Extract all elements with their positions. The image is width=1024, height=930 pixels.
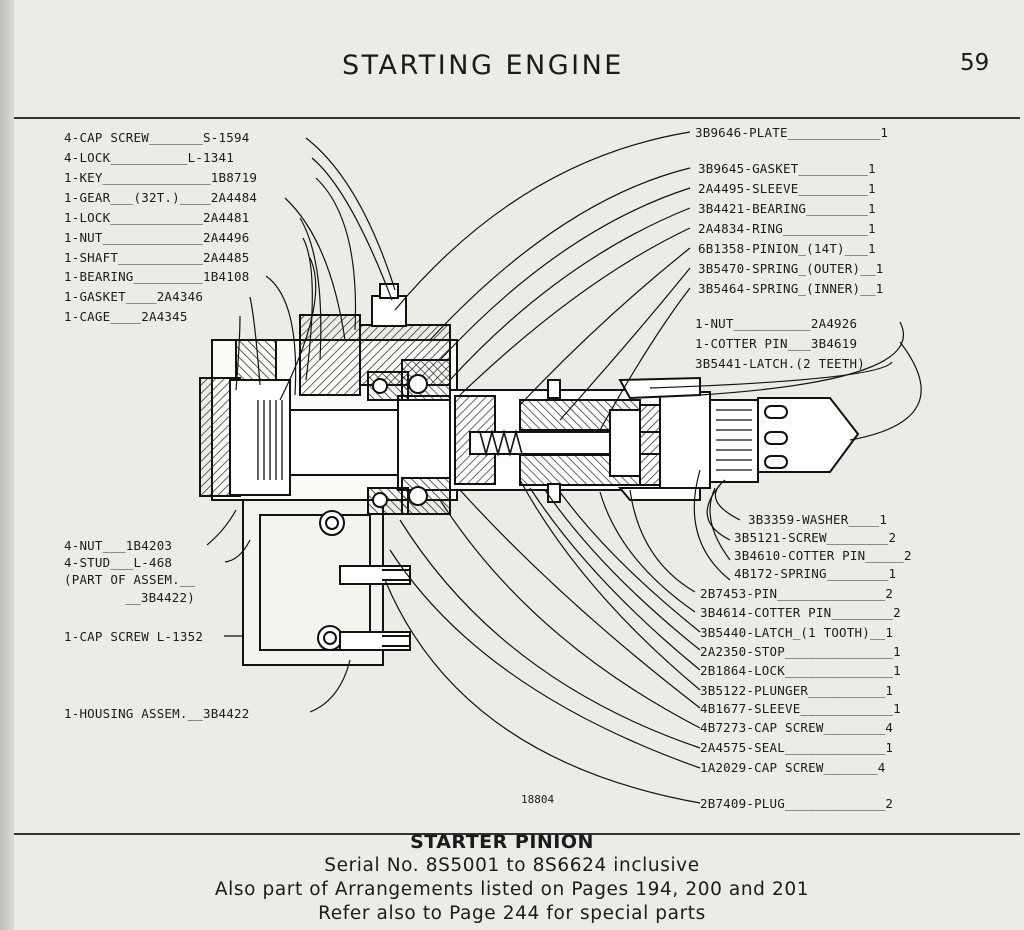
- callout-bearing-1b4108: 1-BEARING_________1B4108: [64, 269, 250, 284]
- callout-sleeve-2a4495: 2A4495-SLEEVE_________1: [698, 181, 876, 196]
- page-title: STARTING ENGINE: [342, 50, 624, 81]
- callout-gasket-3b9645: 3B9645-GASKET_________1: [698, 161, 876, 176]
- callout-shaft-2a4485: 1-SHAFT___________2A4485: [64, 250, 250, 265]
- callout-lock-2a4481: 1-LOCK____________2A4481: [64, 210, 250, 225]
- callout-lock-2b1864: 2B1864-LOCK______________1: [700, 663, 901, 678]
- caption-title: STARTER PINION: [410, 831, 594, 853]
- callout-seal-2a4575: 2A4575-SEAL_____________1: [700, 740, 894, 755]
- callout-plunger-3b5122: 3B5122-PLUNGER__________1: [700, 683, 894, 698]
- callout-cage-2a4345: 1-CAGE____2A4345: [64, 309, 188, 324]
- callout-nut-2a4926: 1-NUT__________2A4926: [695, 316, 858, 331]
- callout-gear-2a4484: 1-GEAR___(32T.)____2A4484: [64, 190, 258, 205]
- callout-nut-1b4203: 4-NUT___1B4203: [64, 538, 173, 553]
- callout-sleeve-4b1677: 4B1677-SLEEVE____________1: [700, 701, 901, 716]
- book-binding-shadow: [0, 0, 14, 930]
- callout-cotter-pin-3b4610: 3B4610-COTTER PIN_____2: [734, 548, 912, 563]
- callout-pinion-6b1358: 6B1358-PINION_(14T)___1: [698, 241, 876, 256]
- figure-frame: [14, 117, 1020, 835]
- callout-nut-2a4496: 1-NUT_____________2A4496: [64, 230, 250, 245]
- callout-key-1b8719: 1-KEY______________1B8719: [64, 170, 258, 185]
- callout-ring-2a4834: 2A4834-RING___________1: [698, 221, 876, 236]
- caption-arrangements-line: Also part of Arrangements listed on Page…: [214, 879, 810, 900]
- callout-cap-screw-l1352: 1-CAP SCREW L-1352: [64, 629, 204, 644]
- callout-cap-screw-s1594: 4-CAP SCREW_______S-1594: [64, 130, 250, 145]
- callout-stud-note-line2: __3B4422): [110, 590, 195, 605]
- callout-stud-note-line1: (PART OF ASSEM.__: [64, 572, 196, 587]
- caption-reference-line: Refer also to Page 244 for special parts: [318, 903, 706, 924]
- callout-cotter-pin-3b4614: 3B4614-COTTER PIN________2: [700, 605, 901, 620]
- callout-plate-3b9646: 3B9646-PLATE____________1: [695, 125, 889, 140]
- callout-cap-screw-4b7273: 4B7273-CAP SCREW________4: [700, 720, 894, 735]
- callout-plug-2b7409: 2B7409-PLUG_____________2: [700, 796, 894, 811]
- callout-cap-screw-1a2029: 1A2029-CAP SCREW_______4: [700, 760, 886, 775]
- callout-spring-4b172: 4B172-SPRING________1: [734, 566, 897, 581]
- callout-housing-assem-3b4422: 1-HOUSING ASSEM.__3B4422: [64, 706, 250, 721]
- figure-number: 18804: [521, 793, 555, 806]
- callout-latch-3b5440: 3B5440-LATCH_(1 TOOTH)__1: [700, 625, 894, 640]
- callout-bearing-3b4421: 3B4421-BEARING________1: [698, 201, 876, 216]
- housing-assembly: [199, 283, 860, 666]
- callout-cotter-pin-3b4619: 1-COTTER PIN___3B4619: [695, 336, 858, 351]
- callout-latch-3b5441: 3B5441-LATCH.(2 TEETH): [695, 356, 865, 371]
- callout-pin-2b7453: 2B7453-PIN______________2: [700, 586, 894, 601]
- callout-washer-3b3359: 3B3359-WASHER____1: [748, 512, 888, 527]
- leader-lines: [206, 131, 922, 804]
- callout-stud-l468: 4-STUD___L-468: [64, 555, 173, 570]
- callout-spring-outer-3b5470: 3B5470-SPRING_(OUTER)__1: [698, 261, 884, 276]
- page-number: 59: [960, 50, 990, 76]
- callout-screw-3b5121: 3B5121-SCREW________2: [734, 530, 897, 545]
- callout-spring-inner-3b5464: 3B5464-SPRING_(INNER)__1: [698, 281, 884, 296]
- callout-lock-l1341: 4-LOCK__________L-1341: [64, 150, 234, 165]
- callout-stop-2a2350: 2A2350-STOP______________1: [700, 644, 901, 659]
- figure-caption: STARTER PINION Serial No. 8S5001 to 8S66…: [0, 830, 1024, 926]
- caption-serial-line: Serial No. 8S5001 to 8S6624 inclusive: [324, 855, 700, 876]
- callout-gasket-2a4346: 1-GASKET____2A4346: [64, 289, 204, 304]
